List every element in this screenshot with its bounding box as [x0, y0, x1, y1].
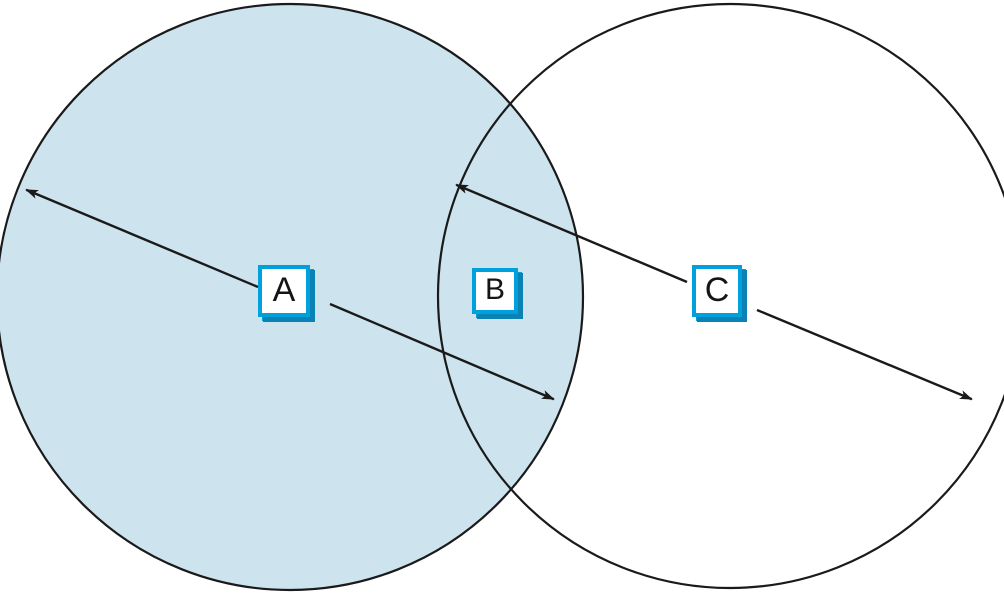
- label-a-text: A: [272, 271, 296, 309]
- label-b-text: B: [484, 273, 505, 306]
- label-box-a[interactable]: A: [258, 265, 310, 317]
- label-box-b[interactable]: B: [472, 268, 518, 314]
- label-box-c[interactable]: C: [692, 265, 742, 317]
- arrow-c-left: [455, 183, 688, 284]
- right-circle: [436, 2, 1004, 590]
- arrow-a-inner: [329, 302, 555, 401]
- arrow-c-right: [756, 308, 973, 401]
- arrow-a-outer: [25, 188, 259, 289]
- label-c-text: C: [704, 271, 730, 309]
